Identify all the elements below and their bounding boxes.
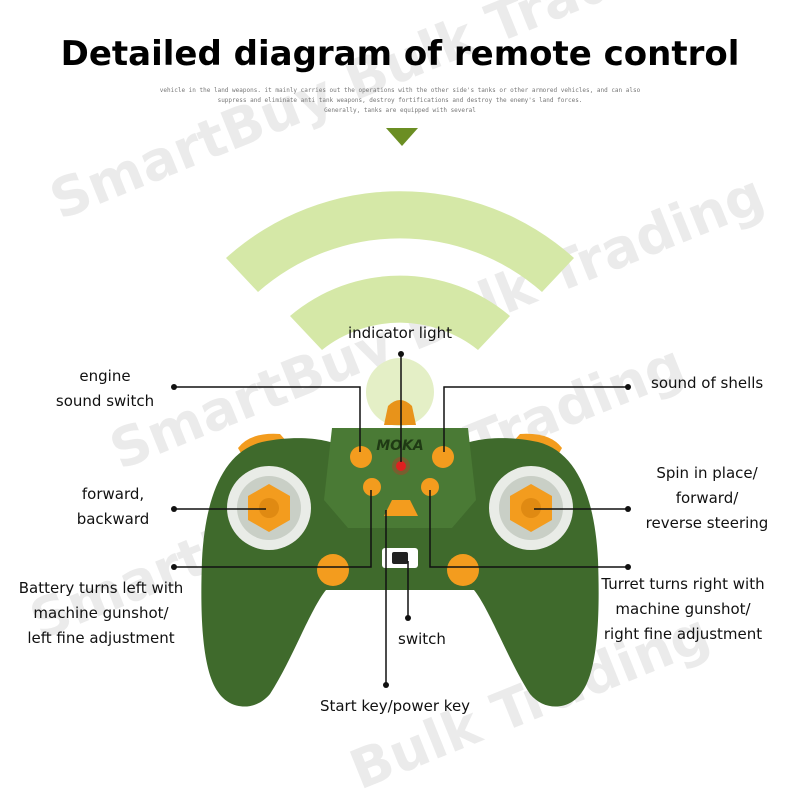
antenna-icon — [384, 400, 416, 425]
start-key[interactable] — [384, 500, 418, 516]
label-forward-backward: forward, backward — [76, 485, 150, 528]
indicator-light — [396, 461, 406, 471]
power-switch[interactable] — [392, 552, 408, 564]
indicator-glow — [392, 457, 410, 475]
engine-sound-button[interactable] — [350, 446, 372, 468]
fine-print-line-3: Generally, tanks are equipped with sever… — [324, 107, 476, 114]
signal-wave-outer — [226, 191, 574, 292]
dot-switch — [405, 615, 411, 621]
leader-sound-shells — [443, 386, 628, 452]
dot-spin-in-place — [625, 506, 631, 512]
leader-engine-sound — [174, 386, 361, 452]
signal-wave-inner — [290, 275, 510, 350]
brand-logo: MOKA — [376, 438, 424, 454]
left-small-button[interactable] — [363, 478, 381, 496]
dot-forward-backward — [171, 506, 177, 512]
dot-battery-left — [171, 564, 177, 570]
left-joystick-center — [259, 498, 279, 518]
leader-turret-right — [429, 490, 628, 568]
fine-print-line-2: suppress and eliminate anti tank weapons… — [217, 97, 583, 104]
right-bottom-button[interactable] — [447, 554, 479, 586]
label-spin-in-place: Spin in place/ forward/ reverse steering — [645, 464, 769, 532]
label-indicator-light: indicator light — [347, 324, 453, 342]
shell-sound-button[interactable] — [432, 446, 454, 468]
signal-dot — [366, 358, 434, 426]
label-sound-of-shells: sound of shells — [651, 374, 764, 392]
right-small-button[interactable] — [421, 478, 439, 496]
page-title: Detailed diagram of remote control — [60, 34, 740, 74]
label-switch: switch — [398, 630, 446, 648]
label-battery-turns-left: Battery turns left with machine gunshot/… — [18, 579, 184, 647]
dot-engine-sound — [171, 384, 177, 390]
right-joystick-center — [521, 498, 541, 518]
dot-turret-right — [625, 564, 631, 570]
dot-sound-shells — [625, 384, 631, 390]
fine-print-line-1: vehicle in the land weapons. it mainly c… — [159, 87, 641, 94]
label-turret-turns-right: Turret turns right with machine gunshot/… — [601, 575, 765, 643]
leader-battery-left — [174, 490, 372, 568]
left-bottom-button[interactable] — [317, 554, 349, 586]
dot-start-key — [383, 682, 389, 688]
label-engine-sound-switch: engine sound switch — [55, 367, 155, 410]
down-arrow-icon — [386, 128, 418, 146]
label-start-key: Start key/power key — [319, 697, 471, 715]
dot-indicator-light — [398, 351, 404, 357]
